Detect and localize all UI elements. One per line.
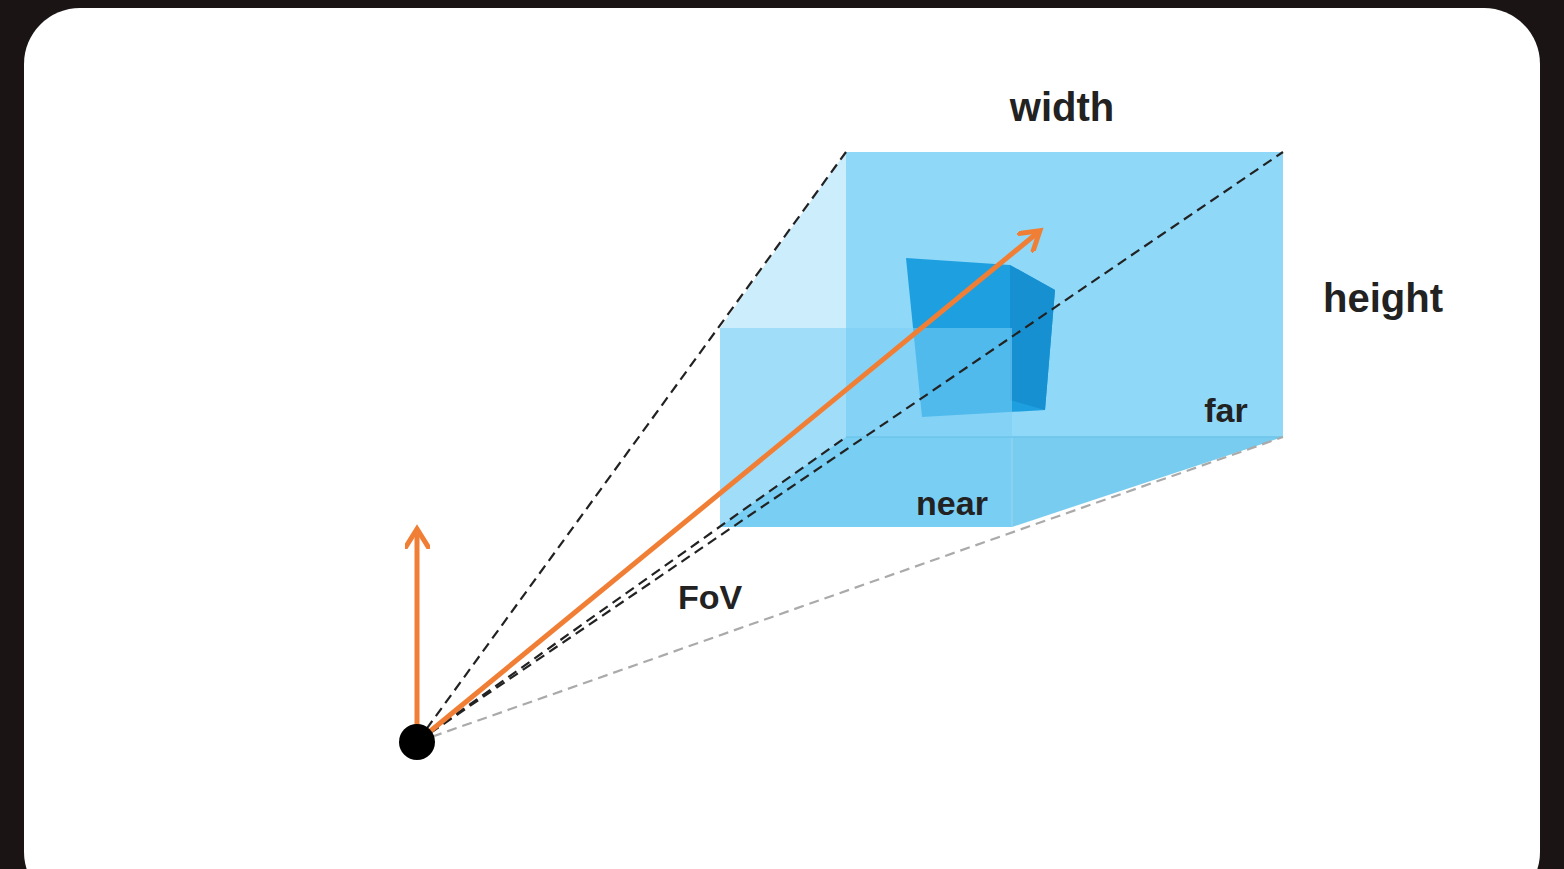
- frustum-edge: [417, 437, 846, 742]
- diagram-label: height: [1323, 278, 1443, 318]
- frustum-edge: [417, 152, 1283, 742]
- frustum-edge: [417, 437, 1283, 742]
- frustum-edge: [417, 152, 846, 742]
- look-vector: [417, 234, 1036, 742]
- camera-point: [399, 724, 435, 760]
- far-edge: [846, 436, 1283, 438]
- near-edge: [1012, 437, 1013, 527]
- up-vector: [415, 534, 420, 742]
- diagram-label: FoV: [678, 580, 742, 614]
- diagram-label: width: [1010, 87, 1114, 127]
- diagram-label: far: [1204, 393, 1247, 427]
- diagram-label: near: [916, 486, 988, 520]
- near-plane: [720, 328, 1012, 527]
- cube-side: [1010, 265, 1055, 410]
